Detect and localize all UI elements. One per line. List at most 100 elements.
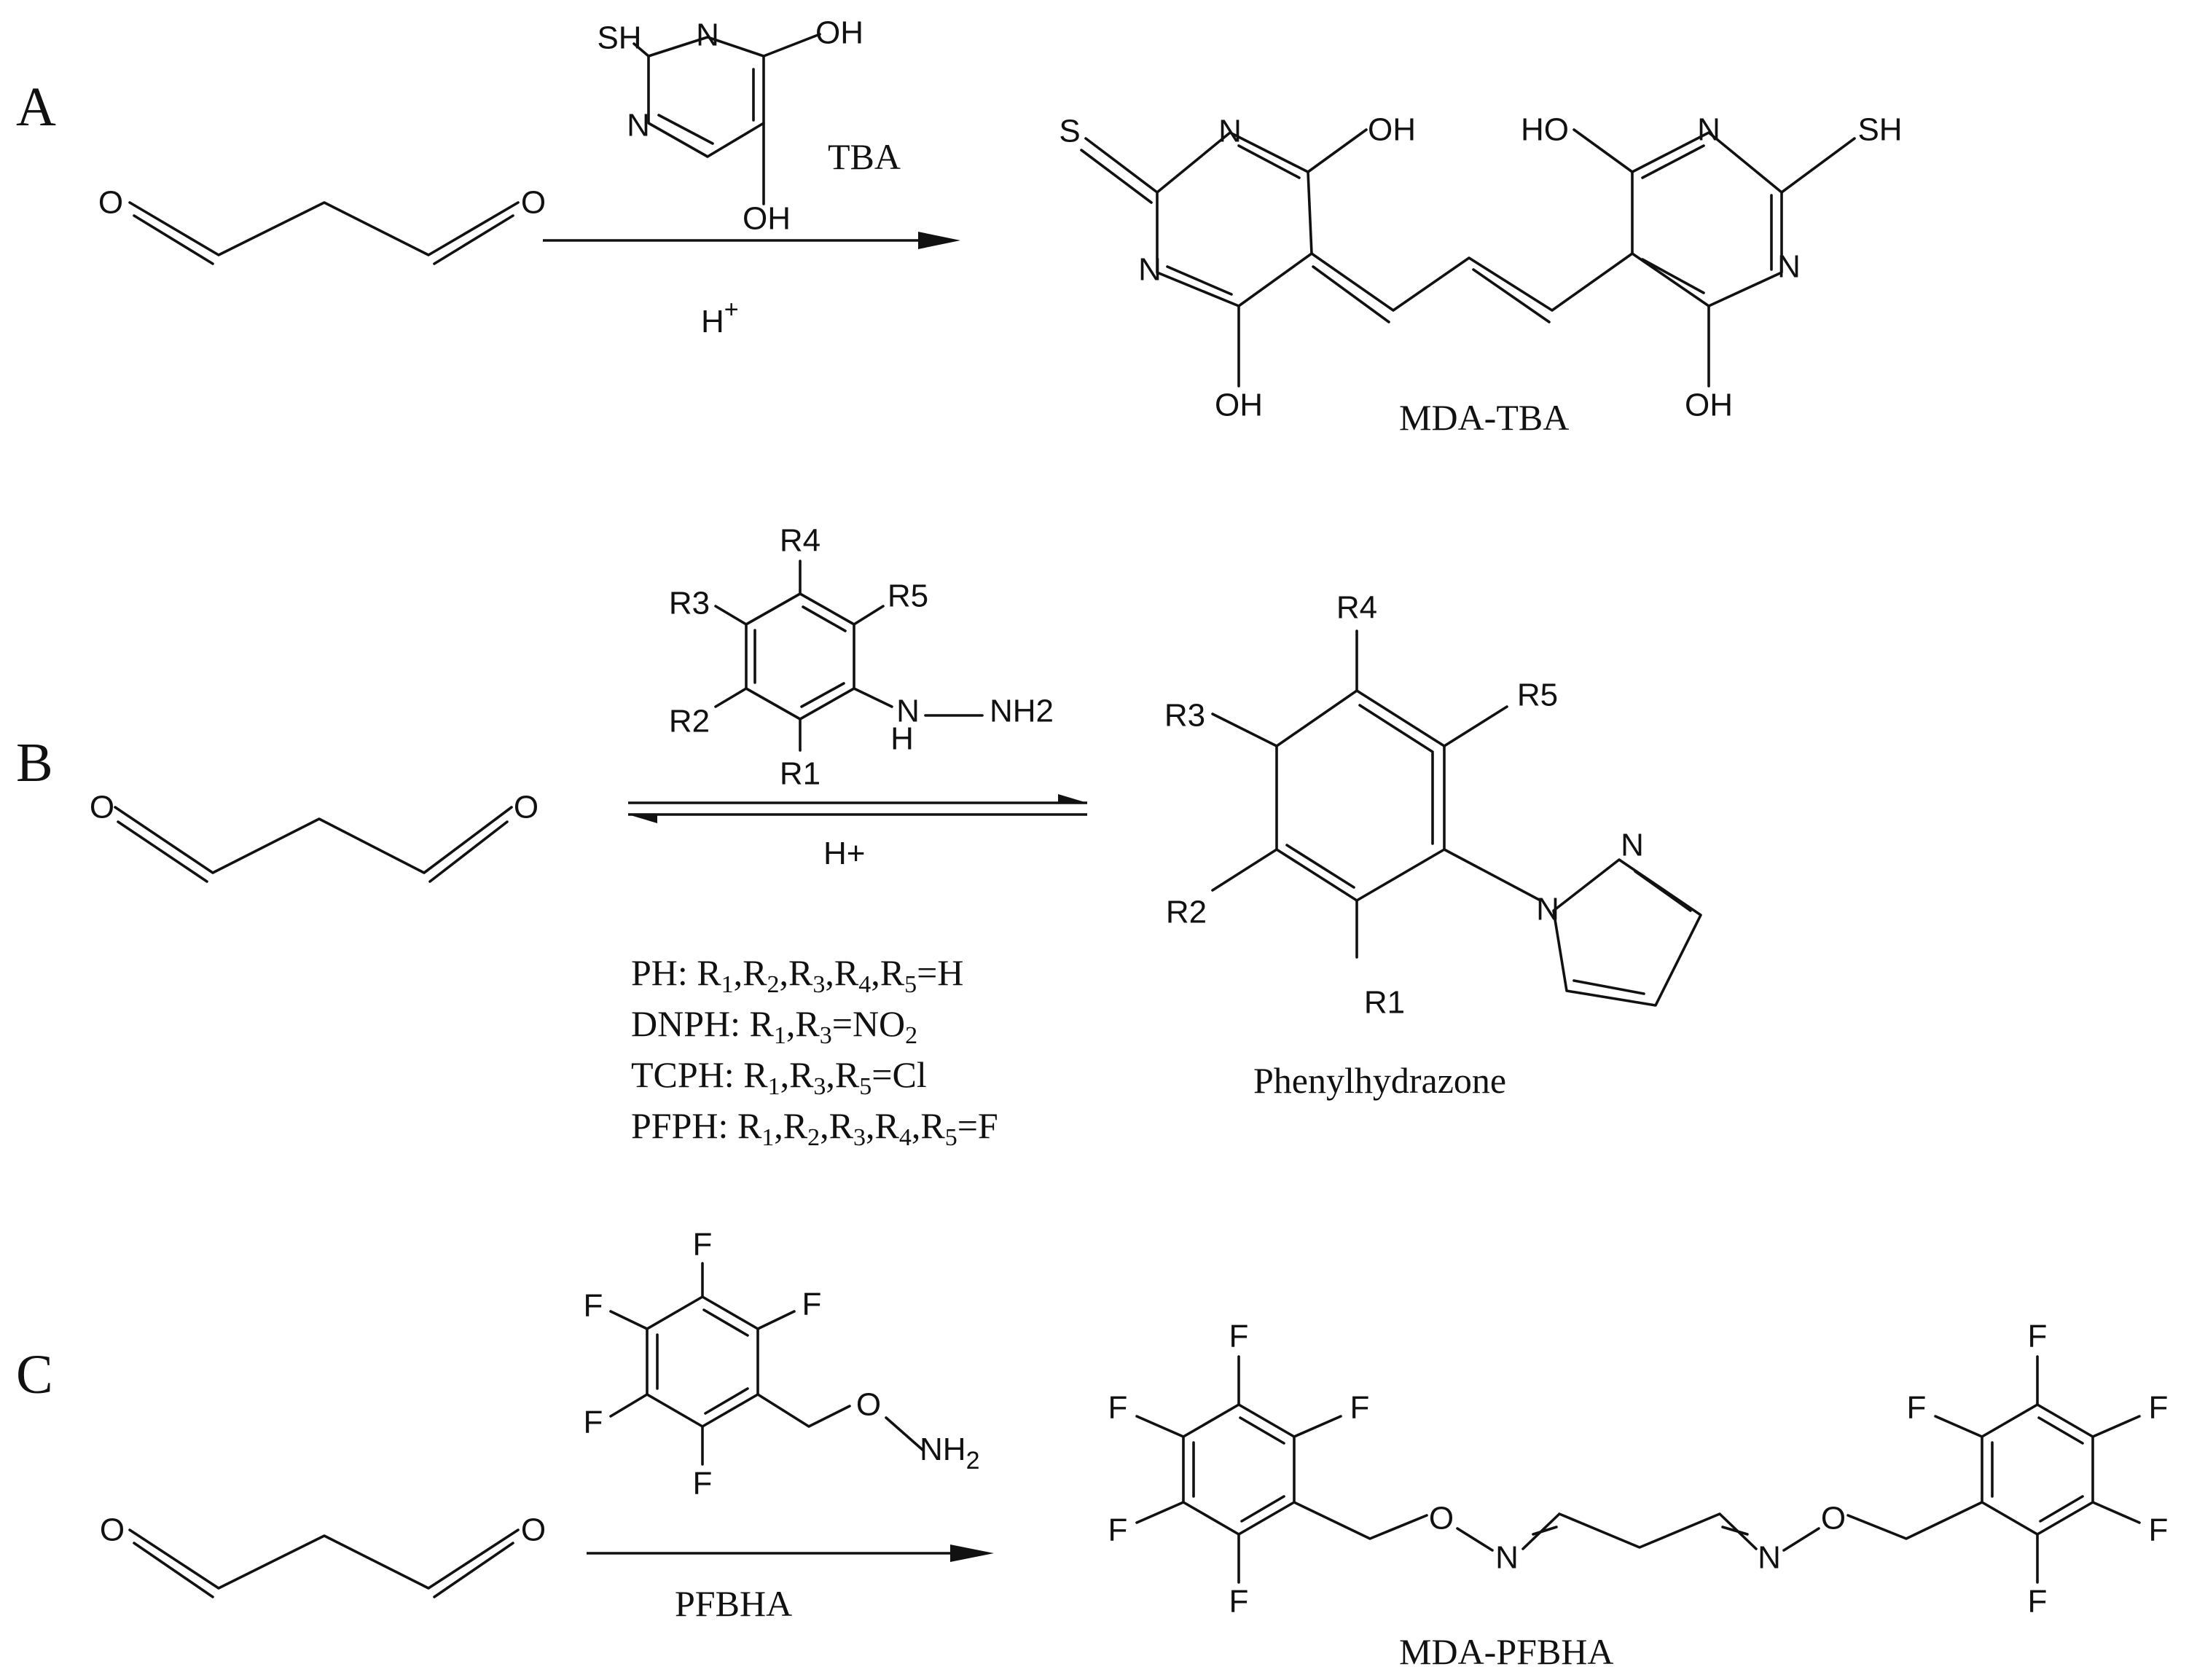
aldehyde-oxygen-left-c: O [100,1512,125,1548]
reagent-b-amine-n: N [896,694,920,729]
pfbha-f-top: F [693,1227,713,1263]
tba-hydroxyl-bottom: OH [743,201,791,237]
subscript: 3 [820,1022,832,1049]
reagent-b-r3: R3 [669,586,710,621]
tba-nitrogen-top: N [696,17,719,53]
hydrazine-reagent-list: PH: R1,R2,R3,R4,R5=H DNPH: R1,R3=NO2 TCP… [631,952,998,1151]
formula-text: ,R [912,1105,946,1146]
product-c-f2: F [1350,1390,1370,1426]
arrow-head-a [918,232,960,249]
reagent-name: TCPH: [631,1054,743,1095]
pfbha-amine: NH2 [920,1432,979,1475]
product-a-hydroxyl-4: OH [1685,388,1733,423]
subscript: 5 [859,1073,872,1100]
product-c-f9: F [2149,1512,2169,1548]
formula-text: R [697,952,721,993]
phenylhydrazine-structure: R4 R5 R3 R2 R1 N H NH2 [669,523,1054,792]
formula-text: ,R [786,1003,820,1044]
reagent-dnph: DNPH: R1,R3=NO2 [631,1003,917,1049]
tba-label: TBA [828,136,901,177]
product-c-f6: F [2028,1319,2048,1354]
aldehyde-oxygen-right-c: O [521,1512,546,1548]
reagent-b-amine-h: H [890,721,914,757]
product-a-sulfur: S [1059,114,1080,149]
formula-text: ,R [734,952,768,993]
subscript: 3 [853,1124,866,1151]
tba-nitrogen-left: N [627,108,650,144]
reagent-pfph: PFPH: R1,R2,R3,R4,R5=F [631,1105,998,1151]
subscript: 3 [813,1073,826,1100]
subscript: 5 [945,1124,957,1151]
pfbha-f-left-bottom: F [584,1405,603,1440]
product-c-f8: F [2149,1390,2169,1426]
formula-text: ,R [820,1105,854,1146]
product-b-r5: R5 [1517,678,1558,713]
subscript: 1 [774,1022,786,1049]
malondialdehyde-c: O O [100,1512,546,1598]
product-c-f3: F [1108,1390,1128,1426]
reagent-ph: PH: R1,R2,R3,R4,R5=H [631,952,963,998]
subscript: 1 [768,1073,780,1100]
product-a-nitrogen-3: N [1697,112,1720,148]
reagent-name: PH: [631,952,697,993]
product-c-f5: F [1229,1584,1249,1620]
product-c-nitrogen-1: N [1495,1540,1519,1576]
product-b-label: Phenylhydrazone [1253,1060,1506,1101]
pfbha-f-right: F [802,1287,822,1322]
panel-c: C O O F F F F F O NH2 [16,1227,2168,1673]
product-a-nitrogen-4: N [1777,249,1801,285]
reagent-name: DNPH: [631,1003,750,1044]
product-a-hydroxyl-3: HO [1521,112,1569,148]
subscript: 5 [904,971,917,998]
reagent-b-r2: R2 [669,704,710,739]
reagent-b-r4: R4 [780,523,820,559]
phenylhydrazone-product: R4 R5 R3 R2 R1 N N Phenylhydrazone [1164,590,1702,1101]
product-a-hydroxyl-1: OH [1368,112,1416,148]
formula-text: ,R [871,952,905,993]
product-b-r4: R4 [1336,590,1377,626]
arrow-head-c [950,1544,994,1562]
product-a-thiol: SH [1857,112,1902,148]
reagent-tcph: TCPH: R1,R3,R5=Cl [631,1054,927,1100]
condition-b: H+ [823,836,865,871]
equilibrium-arrow-b [628,794,1087,823]
aldehyde-oxygen-left: O [98,185,123,221]
tba-thiol: SH [597,20,641,56]
pfbha-f-bottom: F [693,1466,713,1502]
subscript: 4 [858,971,871,998]
formula-text: R [737,1105,762,1146]
product-a-nitrogen-1: N [1218,114,1242,149]
panel-b: B O O R4 R5 R3 R2 R1 N [16,523,1702,1151]
product-c-f10: F [2028,1584,2048,1620]
pfbha-label: PFBHA [675,1583,792,1624]
tba-hydroxyl-top: OH [815,15,863,51]
product-b-r1: R1 [1364,985,1405,1021]
product-a-label: MDA-TBA [1399,397,1569,438]
malondialdehyde-b: O O [90,790,538,883]
aldehyde-oxygen-right: O [521,185,546,221]
formula-text: ,R [774,1105,808,1146]
product-c-label: MDA-PFBHA [1399,1631,1614,1672]
formula-text: R [750,1003,775,1044]
formula-text: =F [957,1105,998,1146]
pyrazole-nitrogen-1: N [1536,892,1559,927]
mda-pfbha-product: F F F F F O N N O F F F F F MDA-PFBHA [1108,1319,2169,1673]
mda-tba-product: S N N OH OH HO N N SH OH MDA-TBA [1059,112,1902,439]
subscript: 2 [807,1124,820,1151]
aldehyde-oxygen-left-b: O [90,790,114,825]
product-c-f4: F [1108,1512,1128,1548]
condition-a: H+ [701,296,739,339]
pfbha-structure: F F F F F O NH2 [584,1227,980,1502]
product-c-f7: F [1907,1390,1927,1426]
product-a-hydroxyl-2: OH [1215,388,1263,423]
formula-text: R [743,1054,768,1095]
product-c-oxygen-2: O [1821,1501,1846,1536]
subscript: 4 [899,1124,912,1151]
reagent-name: PFPH: [631,1105,737,1146]
subscript: 2 [905,1022,917,1049]
product-b-r2: R2 [1166,895,1207,930]
formula-text: ,R [825,952,859,993]
subscript: 1 [721,971,734,998]
formula-text: ,R [826,1054,860,1095]
